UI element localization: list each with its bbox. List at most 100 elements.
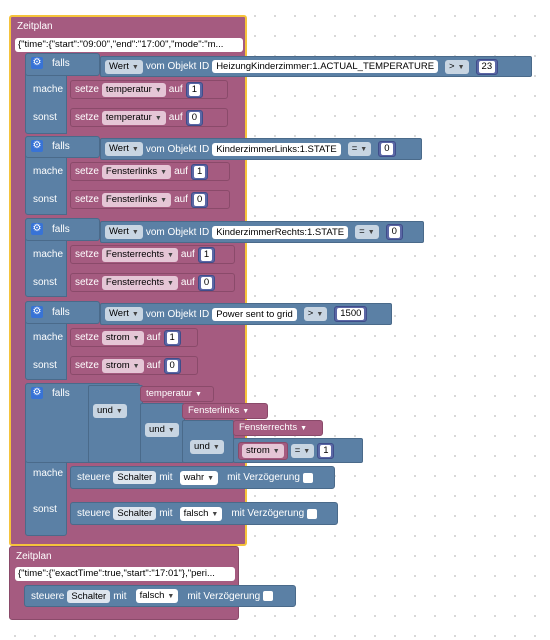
verzoegerung-checkbox[interactable] <box>302 472 313 483</box>
und-block-outer[interactable] <box>88 385 143 463</box>
steuere-label: steuere <box>31 590 65 602</box>
value-number[interactable]: 0 <box>197 274 216 291</box>
sonst-label: sonst <box>33 112 57 123</box>
variable-dropdown[interactable]: Fensterlinks▼ <box>188 405 250 416</box>
operator-dropdown[interactable]: >▼ <box>445 59 469 74</box>
variable-dropdown[interactable]: temperatur▼ <box>101 110 166 125</box>
object-id-field[interactable]: HeizungKinderzimmer:1.ACTUAL_TEMPERATURE <box>212 60 439 73</box>
sonst-label: sonst <box>33 194 57 205</box>
gear-icon[interactable]: ⚙ <box>31 306 43 318</box>
value-dropdown[interactable]: wahr▼ <box>179 470 219 485</box>
setze-block[interactable]: setze strom▼ auf 0 <box>70 356 198 375</box>
compare-value[interactable]: 0 <box>385 224 403 240</box>
object-id-field[interactable]: KinderzimmerLinks:1.STATE <box>212 142 341 156</box>
setze-label: setze <box>75 84 99 95</box>
if-2-falls-row: ⚙ falls <box>31 140 70 152</box>
variable-dropdown[interactable]: Fensterrechts▼ <box>239 422 308 433</box>
device-field[interactable]: Schalter <box>67 589 111 603</box>
if-4-condition[interactable]: Wert▼ vom Objekt ID Power sent to grid >… <box>100 303 392 325</box>
setze-block[interactable]: setze Fensterlinks▼ auf 0 <box>70 190 230 209</box>
variable-dropdown[interactable]: strom▼ <box>101 358 144 373</box>
gear-icon[interactable]: ⚙ <box>31 140 43 152</box>
auf-label: auf <box>146 332 161 343</box>
temperatur-variable[interactable]: temperatur▼ <box>140 386 214 402</box>
und-operator-dropdown[interactable]: und▼ <box>145 423 179 437</box>
strom-variable[interactable]: strom▼ <box>238 441 288 460</box>
gear-icon[interactable]: ⚙ <box>31 387 43 399</box>
setze-block[interactable]: setze Fensterlinks▼ auf 1 <box>70 162 230 181</box>
operator-dropdown[interactable]: >▼ <box>303 307 328 321</box>
schedule-2-json-field[interactable]: {"time":{"exactTime":true,"start":"17:01… <box>15 567 235 581</box>
setze-label: setze <box>75 194 99 205</box>
auf-label: auf <box>174 194 188 205</box>
if-4-falls-row: ⚙ falls <box>31 306 70 318</box>
setze-block[interactable]: setze Fensterrechts▼ auf 0 <box>70 273 235 292</box>
variable-dropdown[interactable]: temperatur▼ <box>146 388 202 399</box>
operator-dropdown[interactable]: =▼ <box>290 443 315 458</box>
schedule-1-title: Zeitplan <box>17 21 53 32</box>
variable-dropdown[interactable]: Fensterrechts▼ <box>101 275 178 290</box>
mache-label: mache <box>33 468 64 479</box>
compare-value[interactable]: 23 <box>475 58 499 75</box>
value-number[interactable]: 1 <box>163 329 181 346</box>
falls-label: falls <box>52 140 70 152</box>
und-operator-dropdown[interactable]: und▼ <box>190 440 224 454</box>
wert-dropdown[interactable]: Wert▼ <box>105 59 143 74</box>
if-5-falls-row: ⚙ falls <box>31 387 70 399</box>
object-id-field[interactable]: Power sent to grid <box>212 307 297 321</box>
compare-value[interactable]: 1 <box>317 442 335 459</box>
device-field[interactable]: Schalter <box>113 471 157 484</box>
operator-dropdown[interactable]: =▼ <box>347 142 372 156</box>
vom-objekt-id-label: vom Objekt ID <box>145 143 210 155</box>
setze-block[interactable]: setze strom▼ auf 1 <box>70 328 198 347</box>
steuere-block[interactable]: steuere Schalter mit falsch▼ mit Verzöge… <box>70 502 338 525</box>
gear-icon[interactable]: ⚙ <box>31 57 43 69</box>
value-dropdown[interactable]: falsch▼ <box>179 506 223 521</box>
if-3-condition[interactable]: Wert▼ vom Objekt ID KinderzimmerRechts:1… <box>100 221 424 243</box>
variable-dropdown[interactable]: strom▼ <box>242 443 284 458</box>
variable-dropdown[interactable]: Fensterlinks▼ <box>101 164 172 179</box>
steuere-block[interactable]: steuere Schalter mit wahr▼ mit Verzögeru… <box>70 466 335 489</box>
if-2-condition[interactable]: Wert▼ vom Objekt ID KinderzimmerLinks:1.… <box>100 138 422 160</box>
variable-dropdown[interactable]: Fensterrechts▼ <box>101 247 178 262</box>
setze-block[interactable]: setze temperatur▼ auf 1 <box>70 80 228 99</box>
verzoegerung-checkbox[interactable] <box>263 591 274 601</box>
auf-label: auf <box>180 249 195 260</box>
gear-icon[interactable]: ⚙ <box>31 223 43 235</box>
variable-dropdown[interactable]: strom▼ <box>101 330 144 345</box>
device-field[interactable]: Schalter <box>113 507 157 520</box>
verzoegerung-checkbox[interactable] <box>307 508 318 519</box>
object-id-field[interactable]: KinderzimmerRechts:1.STATE <box>212 225 349 239</box>
value-number[interactable]: 1 <box>190 163 209 180</box>
if-3-falls-row: ⚙ falls <box>31 223 70 235</box>
value-number[interactable]: 1 <box>197 246 216 263</box>
compare-value[interactable]: 0 <box>378 141 396 157</box>
if-1-falls-row: ⚙ falls <box>31 57 70 69</box>
operator-dropdown[interactable]: =▼ <box>355 225 379 239</box>
wert-dropdown[interactable]: Wert▼ <box>105 307 143 321</box>
value-number[interactable]: 0 <box>185 109 203 126</box>
auf-label: auf <box>168 112 183 123</box>
setze-label: setze <box>75 360 99 371</box>
setze-block[interactable]: setze temperatur▼ auf 0 <box>70 108 228 127</box>
wert-dropdown[interactable]: Wert▼ <box>105 142 143 156</box>
value-number[interactable]: 1 <box>185 81 203 98</box>
und-operator-dropdown[interactable]: und▼ <box>93 404 127 418</box>
value-number[interactable]: 0 <box>190 191 209 208</box>
value-dropdown[interactable]: falsch▼ <box>135 589 179 603</box>
schedule-1-json-field[interactable]: {"time":{"start":"09:00","end":"17:00","… <box>15 38 243 52</box>
variable-dropdown[interactable]: Fensterlinks▼ <box>101 192 172 207</box>
schedule-block-2[interactable] <box>9 546 239 620</box>
strom-comparison[interactable]: strom▼ =▼ 1 <box>233 438 363 463</box>
value-number[interactable]: 0 <box>163 357 181 374</box>
fensterrechts-variable[interactable]: Fensterrechts▼ <box>233 420 323 436</box>
mache-label: mache <box>33 84 64 95</box>
sonst-label: sonst <box>33 360 57 371</box>
steuere-block[interactable]: steuere Schalter mit falsch▼ mit Verzöge… <box>24 585 296 607</box>
setze-block[interactable]: setze Fensterrechts▼ auf 1 <box>70 245 235 264</box>
variable-dropdown[interactable]: temperatur▼ <box>101 82 166 97</box>
if-1-condition[interactable]: Wert▼ vom Objekt ID HeizungKinderzimmer:… <box>100 56 532 77</box>
wert-dropdown[interactable]: Wert▼ <box>105 225 143 239</box>
fensterlinks-variable[interactable]: Fensterlinks▼ <box>182 403 268 419</box>
compare-value[interactable]: 1500 <box>334 306 368 322</box>
